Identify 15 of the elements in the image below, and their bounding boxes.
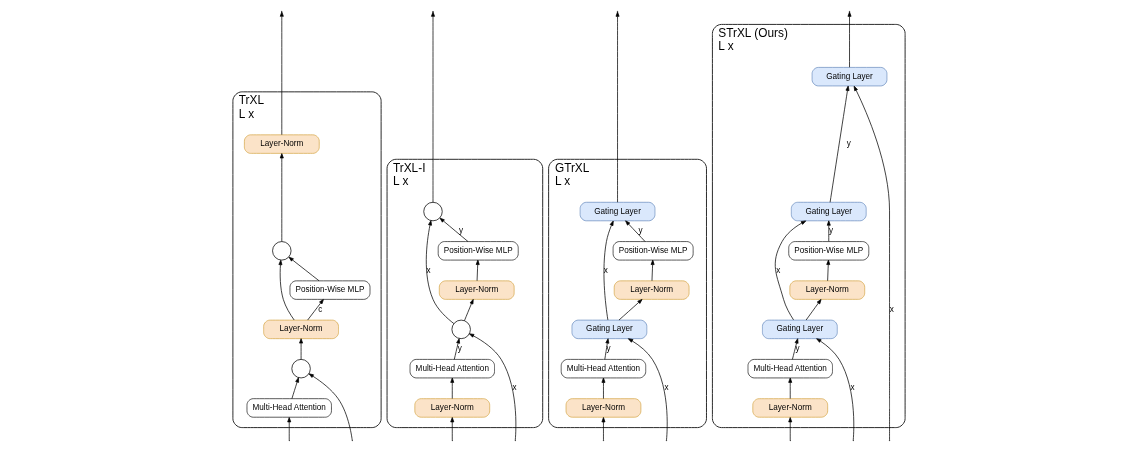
edge-label: x (664, 383, 669, 393)
edge-label: x (889, 304, 894, 314)
edge-label: c (318, 304, 323, 314)
edge-label: y (846, 139, 851, 149)
edge-label: x (426, 265, 431, 275)
edge-label: x (776, 265, 781, 275)
edge-label: y (457, 344, 462, 354)
edge-label: y (795, 344, 800, 354)
edge-label: x (512, 383, 517, 393)
edge-label: y (828, 226, 834, 236)
edge-label: y (606, 344, 611, 354)
edge-label: x (850, 383, 855, 393)
edge-label: y (638, 226, 643, 236)
edge-label: x (603, 265, 608, 275)
edge-label: y (459, 226, 464, 236)
